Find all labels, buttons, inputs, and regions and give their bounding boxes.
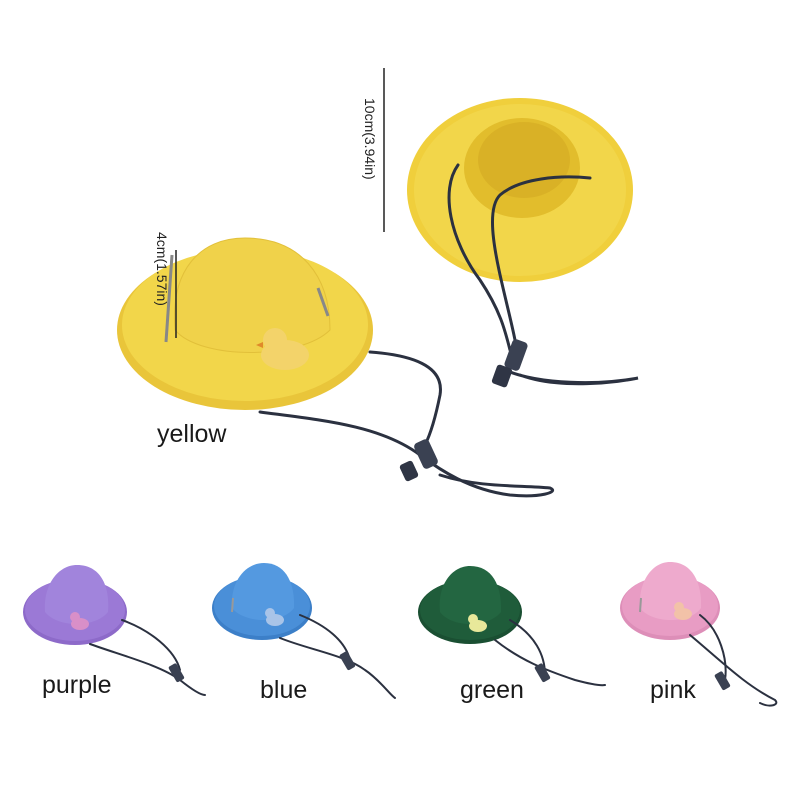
hat-label-blue: blue <box>260 676 308 704</box>
purple-toggle <box>168 663 185 683</box>
yellow-hat-underside <box>407 98 633 282</box>
green-hat <box>418 566 522 644</box>
hat-label-pink: pink <box>650 676 696 704</box>
hat-label-purple: purple <box>42 671 112 699</box>
yellow-hat-side-cord <box>258 350 554 498</box>
duck-charm-yellow <box>256 328 309 370</box>
width-dimension-label: 10cm(3.94in) <box>362 98 378 180</box>
height-dimension-label: 4cm(1.57in) <box>154 232 170 306</box>
hat-label-yellow: yellow <box>157 420 227 448</box>
blue-toggle <box>339 651 356 671</box>
pink-toggle <box>714 671 731 691</box>
toggle-stopper-2 <box>399 439 438 482</box>
yellow-hat-underside-cord <box>447 163 639 386</box>
hat-label-green: green <box>460 676 524 704</box>
purple-hat <box>23 565 127 645</box>
pink-hat-cord <box>689 614 778 707</box>
blue-hat <box>212 563 312 640</box>
pink-hat <box>620 562 720 640</box>
green-toggle <box>534 663 551 683</box>
yellow-hat-side <box>117 237 373 410</box>
toggle-stopper-1 <box>491 339 528 388</box>
